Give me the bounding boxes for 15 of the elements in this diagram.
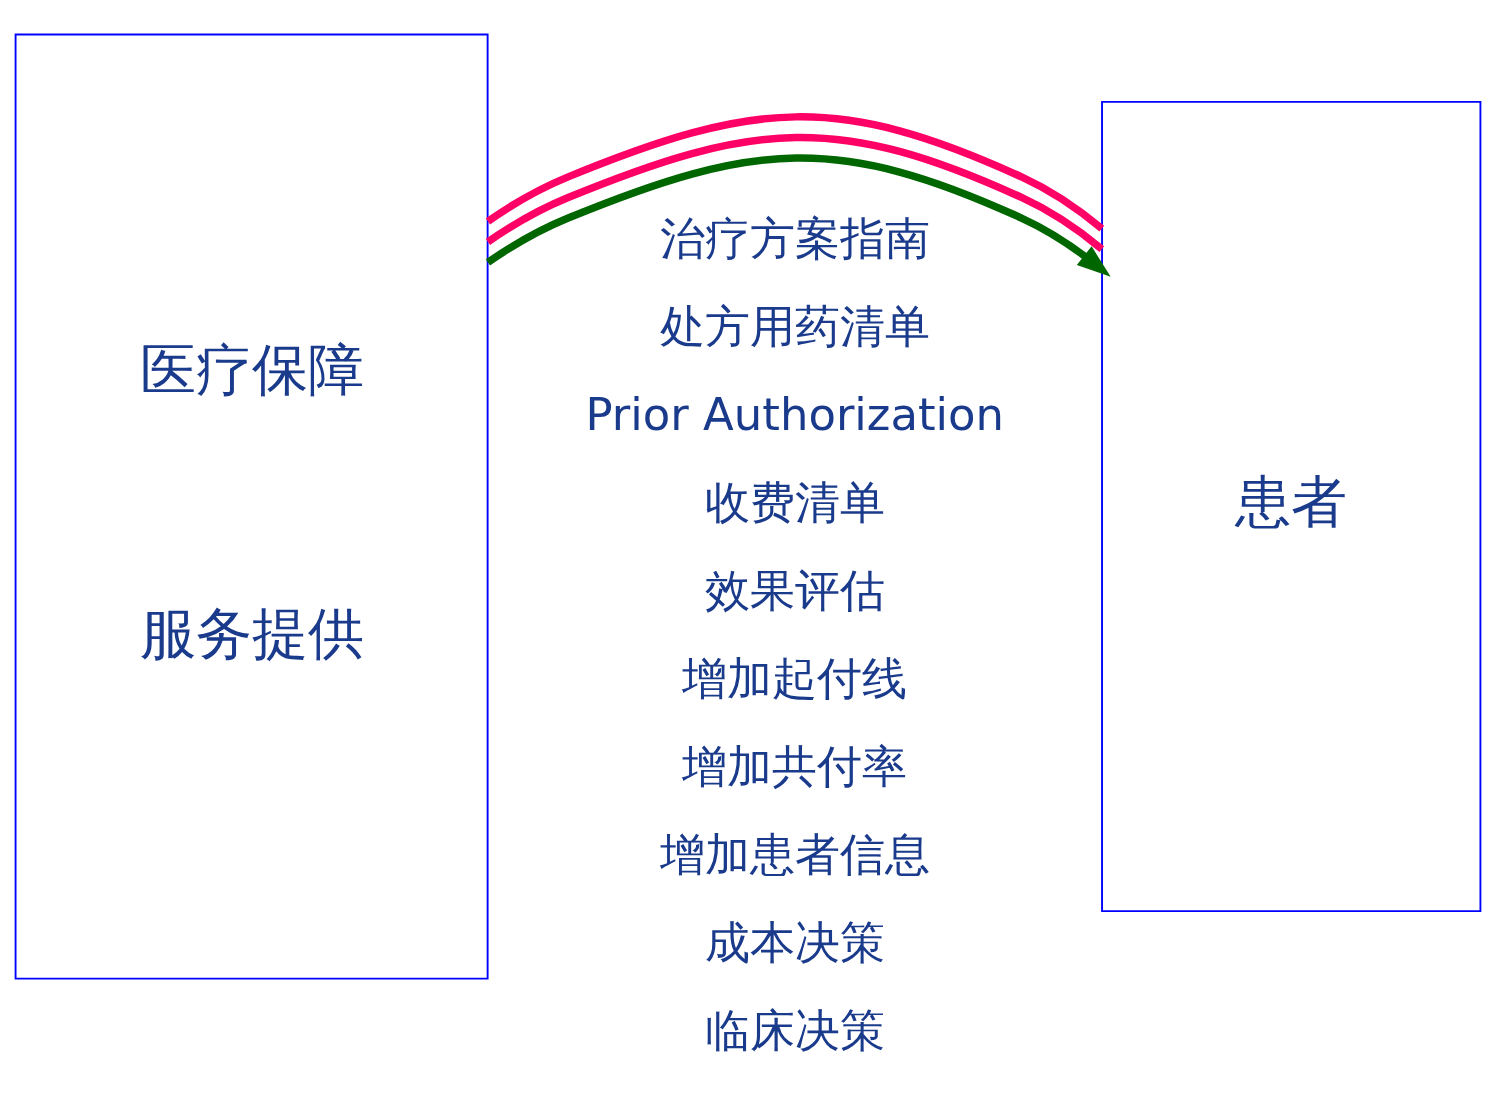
node-box: 医疗保障 服务提供 (14, 33, 489, 980)
label: 临床决策 (704, 1003, 885, 1057)
label: 效果评估 (704, 563, 885, 617)
connector (485, 133, 1105, 252)
connector (485, 112, 1105, 231)
label: 治疗方案指南 (659, 211, 930, 265)
label: 增加共付率 (682, 739, 908, 793)
label: 收费清单 (704, 475, 885, 529)
label: 成本决策 (704, 915, 885, 969)
label: 增加起付线 (682, 651, 908, 705)
arrow (485, 153, 1111, 277)
label: Prior Authorization (585, 387, 1005, 441)
label: 处方用药清单 (659, 299, 930, 353)
node-box: 患者 (1101, 100, 1482, 912)
label: 增加患者信息 (659, 827, 930, 881)
